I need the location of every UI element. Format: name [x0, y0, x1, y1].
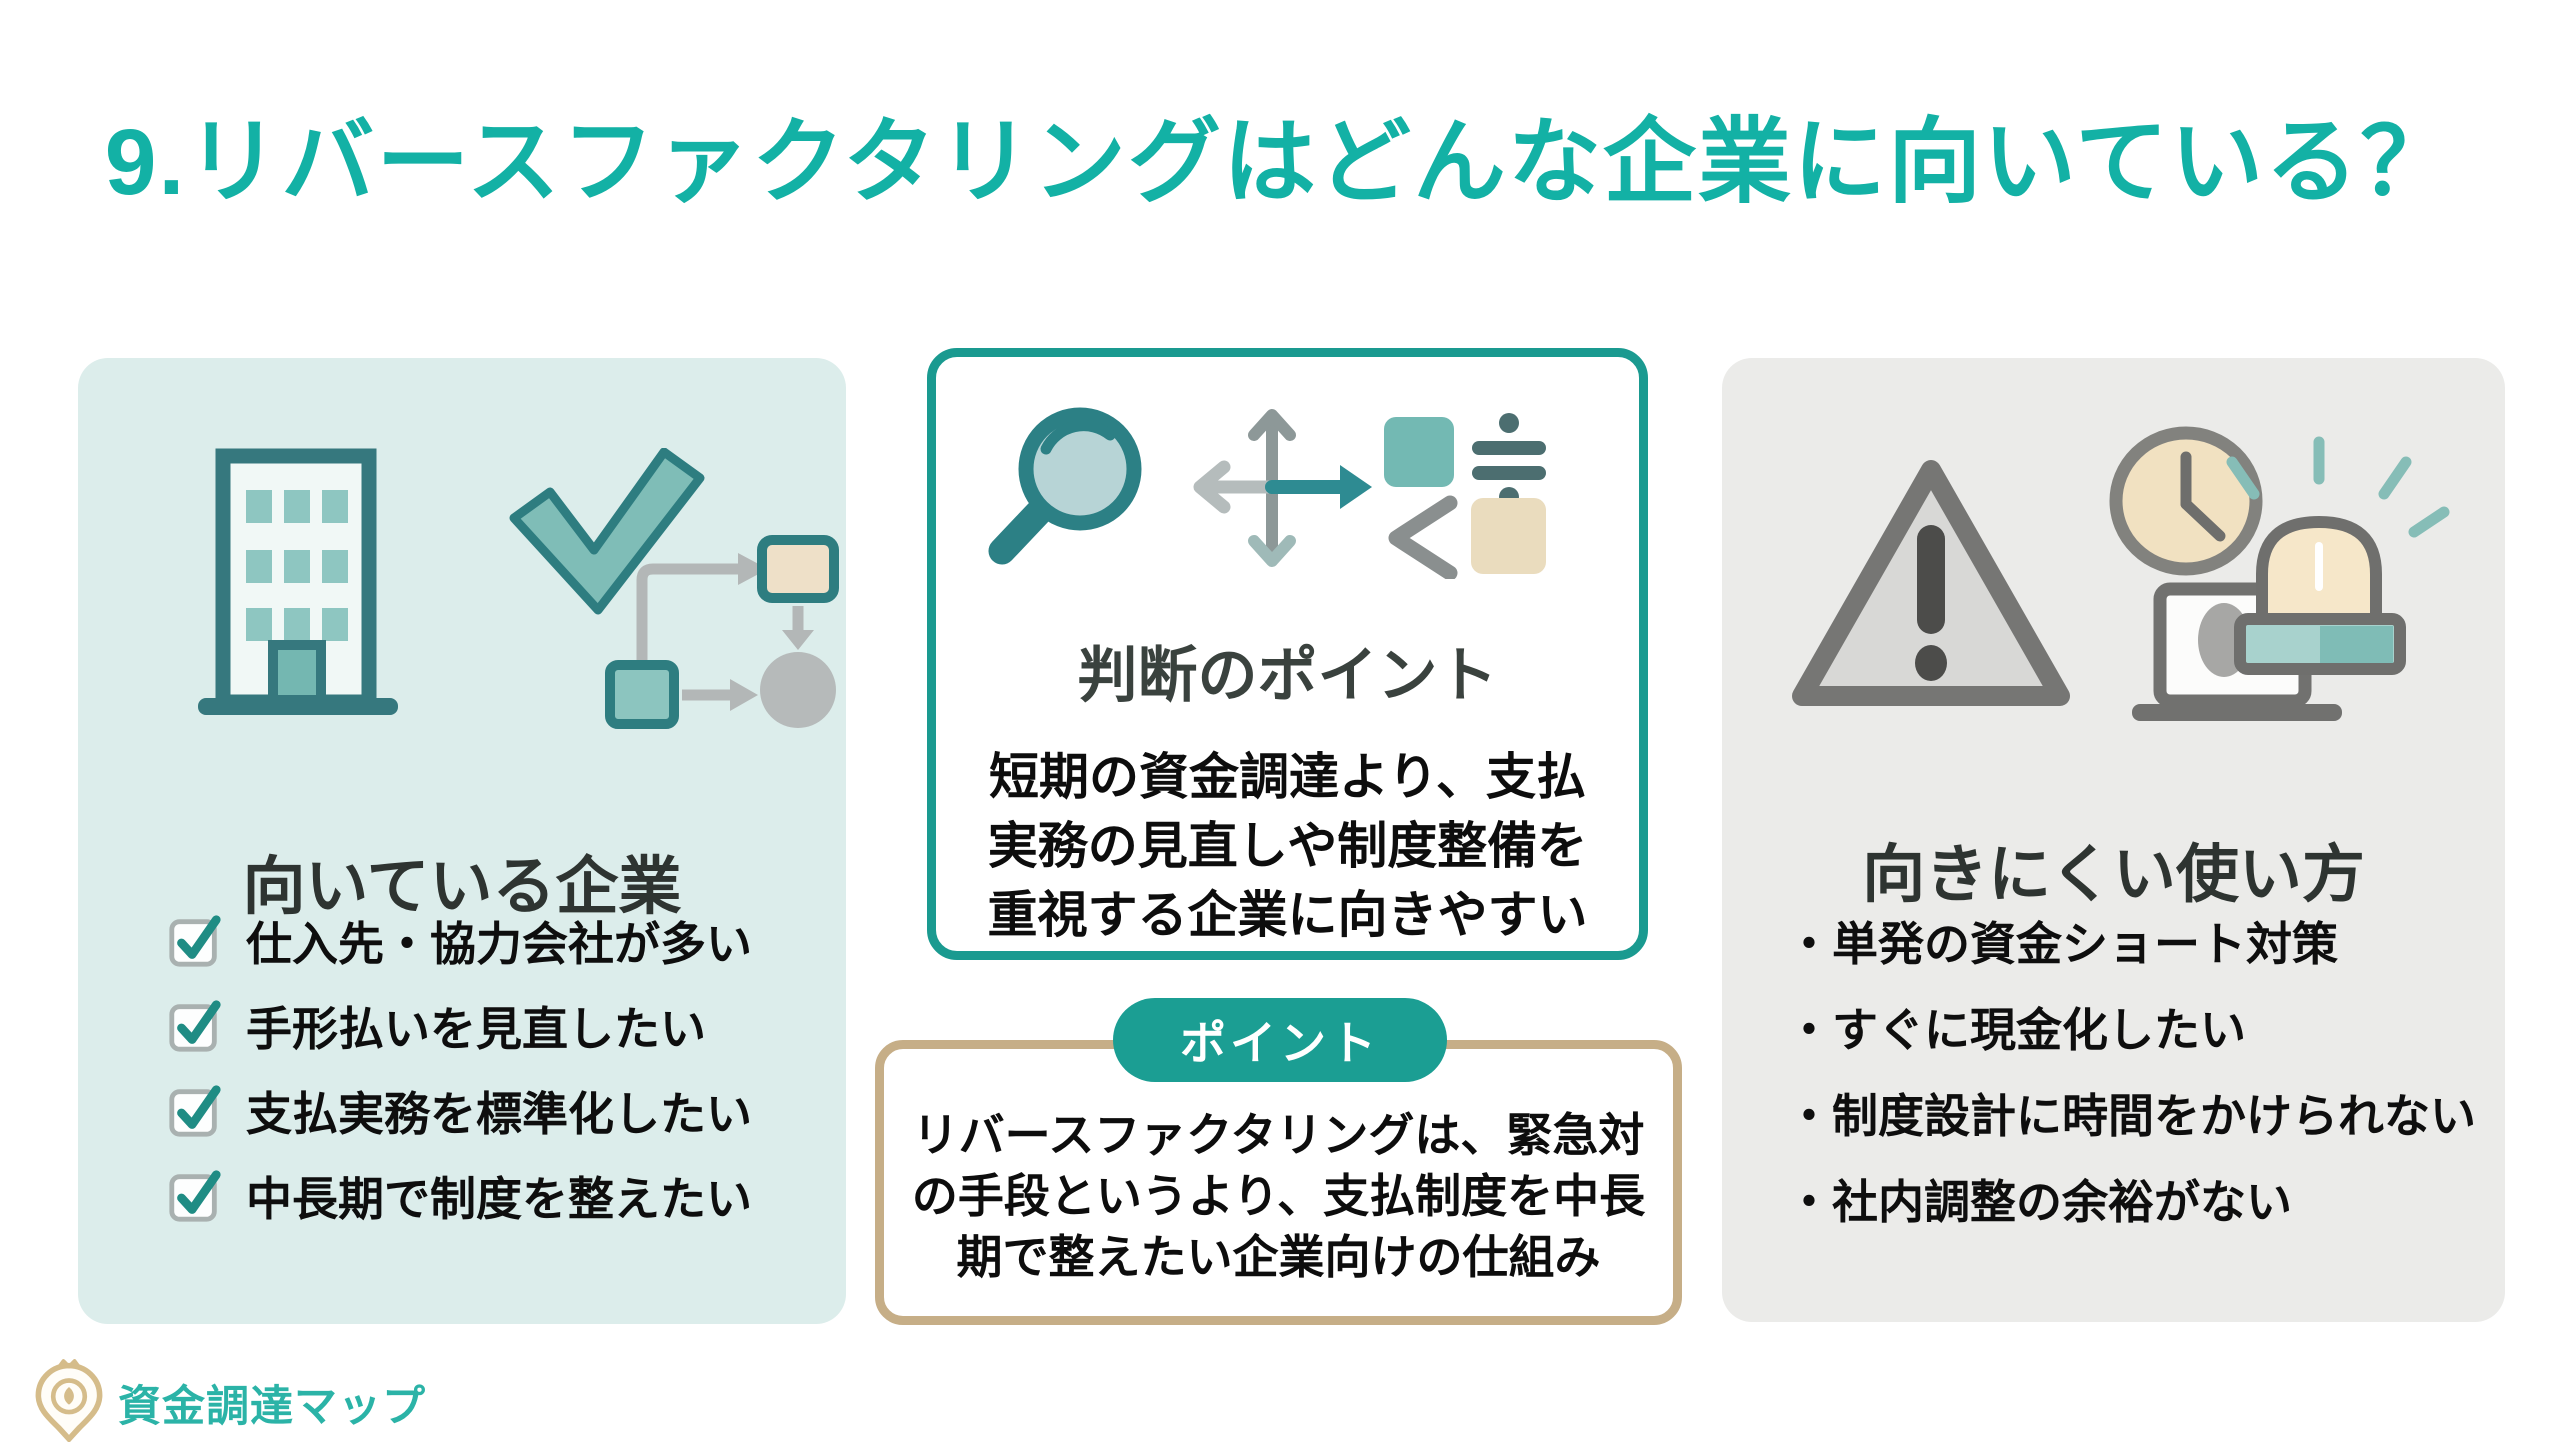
flowchart-icon — [605, 535, 839, 729]
list-item: 手形払いを見直したい — [166, 983, 806, 1068]
suitable-companies-list: 仕入先・協力会社が多い 手形払いを見直したい 支払実務を標準化したい 中長期で制… — [166, 898, 806, 1238]
judgement-icons — [988, 407, 1546, 579]
clock-icon — [2109, 426, 2263, 576]
list-item: 仕入先・協力会社が多い — [166, 898, 806, 983]
unsuitable-usage-list: ・単発の資金ショート対策 ・すぐに現金化したい ・制度設計に時間をかけられない … — [1786, 898, 2486, 1242]
middle-card-heading: 判断のポイント — [1077, 642, 1498, 709]
checkbox-checked-icon — [169, 999, 221, 1052]
checkbox-checked-icon — [169, 914, 221, 967]
unsuitable-usage-card: 向きにくい使い方 ・単発の資金ショート対策 ・すぐに現金化したい ・制度設計に時… — [1722, 358, 2505, 1322]
checkbox-checked-icon — [169, 1084, 221, 1137]
list-item: 中長期で制度を整えたい — [166, 1153, 806, 1238]
list-item-label: 手形払いを見直したい — [246, 1002, 706, 1055]
list-item: ・社内調整の余裕がない — [1786, 1176, 2292, 1228]
point-summary-box: リバースファクタリングは、緊急対 の手段というより、支払制度を中長 期で整えたい… — [875, 1040, 1682, 1325]
point-summary-text: リバースファクタリングは、緊急対 の手段というより、支払制度を中長 期で整えたい… — [911, 1109, 1646, 1283]
magnifier-icon — [988, 407, 1142, 565]
building-check-flowchart-icon — [198, 448, 839, 729]
list-item: ・すぐに現金化したい — [1786, 1004, 2246, 1056]
compare-shapes-icon — [1384, 413, 1546, 579]
middle-card-body: 短期の資金調達より、支払 実務の見直しや制度整備を 重視する企業に向きやすい — [987, 749, 1588, 943]
page-title: 9.リバースファクタリングはどんな企業に向いている？ — [104, 110, 2456, 214]
list-item: ・単発の資金ショート対策 — [1786, 918, 2338, 970]
list-item-label: 中長期で制度を整えたい — [246, 1172, 752, 1225]
warning-triangle-icon — [1792, 460, 2070, 706]
list-item: 支払実務を標準化したい — [166, 1068, 806, 1153]
checkbox-checked-icon — [169, 1169, 221, 1222]
brand-logo-text: 資金調達マップ — [118, 1383, 426, 1431]
building-icon — [198, 448, 398, 715]
brand-logo — [30, 1358, 108, 1447]
right-card-heading: 向きにくい使い方 — [1862, 840, 2365, 910]
point-badge: ポイント — [1113, 998, 1447, 1082]
suitable-companies-card: 向いている企業 仕入先・協力会社が多い 手形払いを見直したい 支払実務を標準化し… — [78, 358, 846, 1324]
left-card-heading: 向いている企業 — [242, 852, 682, 922]
judgement-points-card: 判断のポイント 短期の資金調達より、支払 実務の見直しや制度整備を 重視する企業… — [927, 348, 1648, 960]
list-item-label: 仕入先・協力会社が多い — [246, 917, 752, 970]
list-item: ・制度設計に時間をかけられない — [1786, 1090, 2476, 1142]
map-pin-icon — [35, 1359, 103, 1444]
list-item-label: 支払実務を標準化したい — [246, 1087, 752, 1140]
siren-laptop-icon — [2132, 436, 2450, 721]
caution-icons — [1792, 426, 2450, 721]
checkmark-icon — [509, 448, 705, 615]
move-arrows-icon — [1193, 409, 1372, 567]
